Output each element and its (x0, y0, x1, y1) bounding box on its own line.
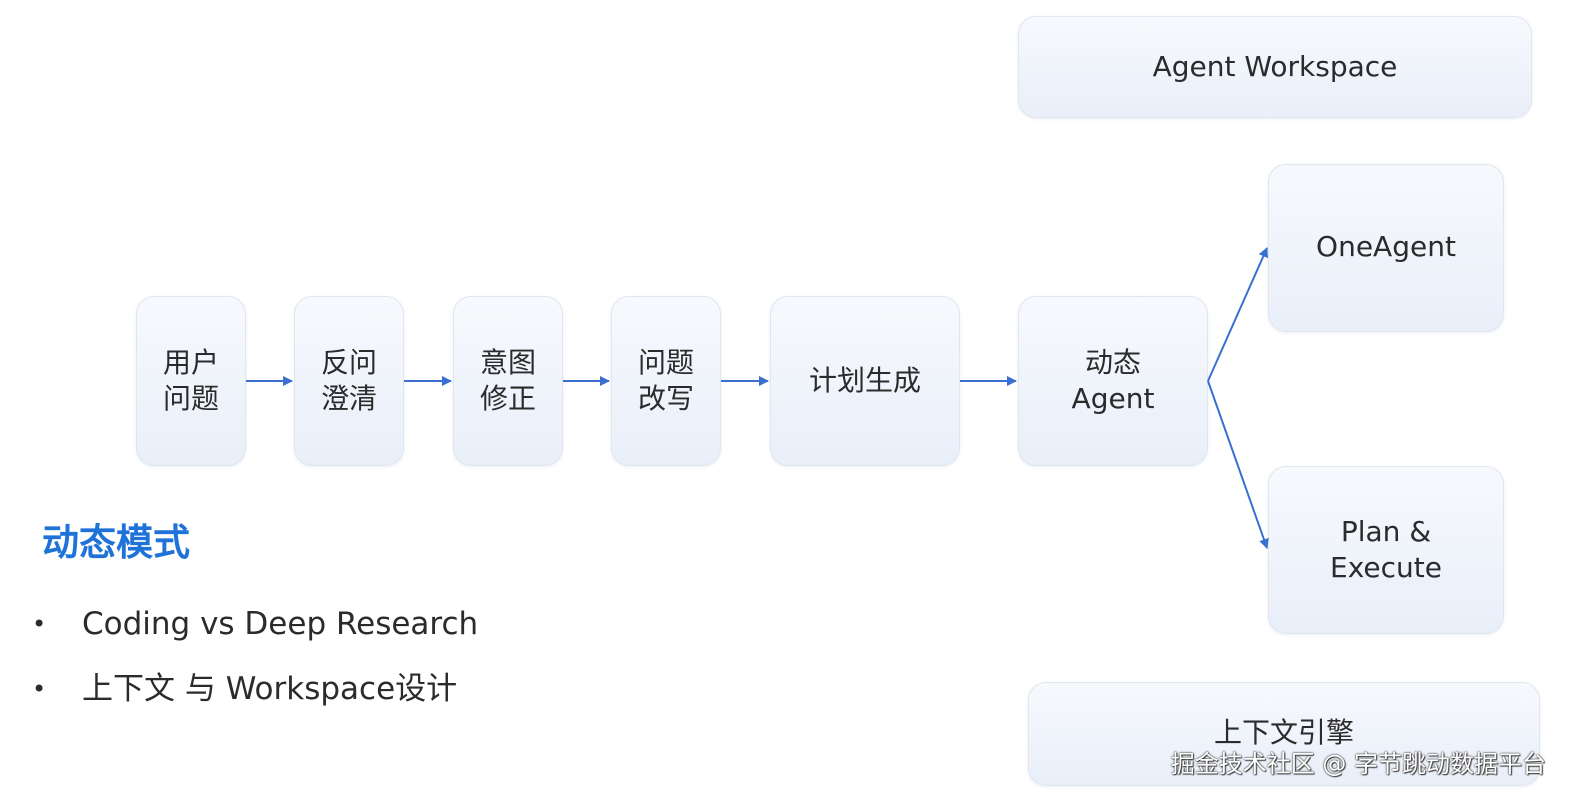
node-intent-correction: 意图 修正 (453, 296, 563, 466)
bullet-list: • Coding vs Deep Research • 上下文 与 Worksp… (30, 602, 478, 732)
node-dynamic-agent-line1: 动态 (1084, 346, 1141, 379)
node-plan-generation-line1: 计划生成 (808, 364, 921, 397)
arrow-agent-to-oneagent (1207, 247, 1268, 382)
bullet-text: Coding vs Deep Research (82, 606, 479, 642)
node-plan-generation: 计划生成 (770, 296, 960, 466)
node-intent-correction-line2: 修正 (479, 382, 536, 415)
node-intent-correction-line1: 意图 (479, 346, 536, 379)
bullet-item: • Coding vs Deep Research (30, 602, 478, 646)
node-plan-execute-line2: Execute (1330, 551, 1442, 584)
node-dynamic-agent-line2: Agent (1071, 382, 1155, 415)
node-plan-execute-line1: Plan & (1340, 515, 1432, 548)
bullet-text: 上下文 与 Workspace设计 (82, 671, 458, 707)
node-oneagent-label: OneAgent (1316, 230, 1456, 263)
node-user-question-line1: 用户 (162, 346, 219, 379)
node-plan-execute: Plan & Execute (1268, 466, 1504, 634)
node-clarify-line1: 反问 (320, 346, 377, 379)
bullet-dot: • (32, 675, 47, 703)
node-user-question-line2: 问题 (162, 382, 219, 415)
agent-workspace-label: Agent Workspace (1152, 50, 1398, 83)
node-oneagent: OneAgent (1268, 164, 1504, 332)
node-clarify: 反问 澄清 (294, 296, 404, 466)
node-question-rewrite-line1: 问题 (637, 346, 694, 379)
section-title: 动态模式 (42, 521, 190, 564)
node-question-rewrite-line2: 改写 (637, 382, 694, 415)
node-dynamic-agent: 动态 Agent (1018, 296, 1208, 466)
context-engine-label: 上下文引擎 (1213, 716, 1354, 749)
bullet-item: • 上下文 与 Workspace设计 (30, 667, 478, 711)
bullet-dot: • (32, 610, 47, 638)
node-clarify-line2: 澄清 (320, 382, 377, 415)
node-user-question: 用户 问题 (136, 296, 246, 466)
watermark-text: 掘金技术社区 @ 字节跳动数据平台 (1170, 750, 1546, 778)
context-engine-box: 上下文引擎 (1028, 682, 1540, 786)
node-question-rewrite: 问题 改写 (611, 296, 721, 466)
agent-workspace-box: Agent Workspace (1018, 16, 1532, 118)
arrow-agent-to-plan-execute (1207, 380, 1269, 549)
